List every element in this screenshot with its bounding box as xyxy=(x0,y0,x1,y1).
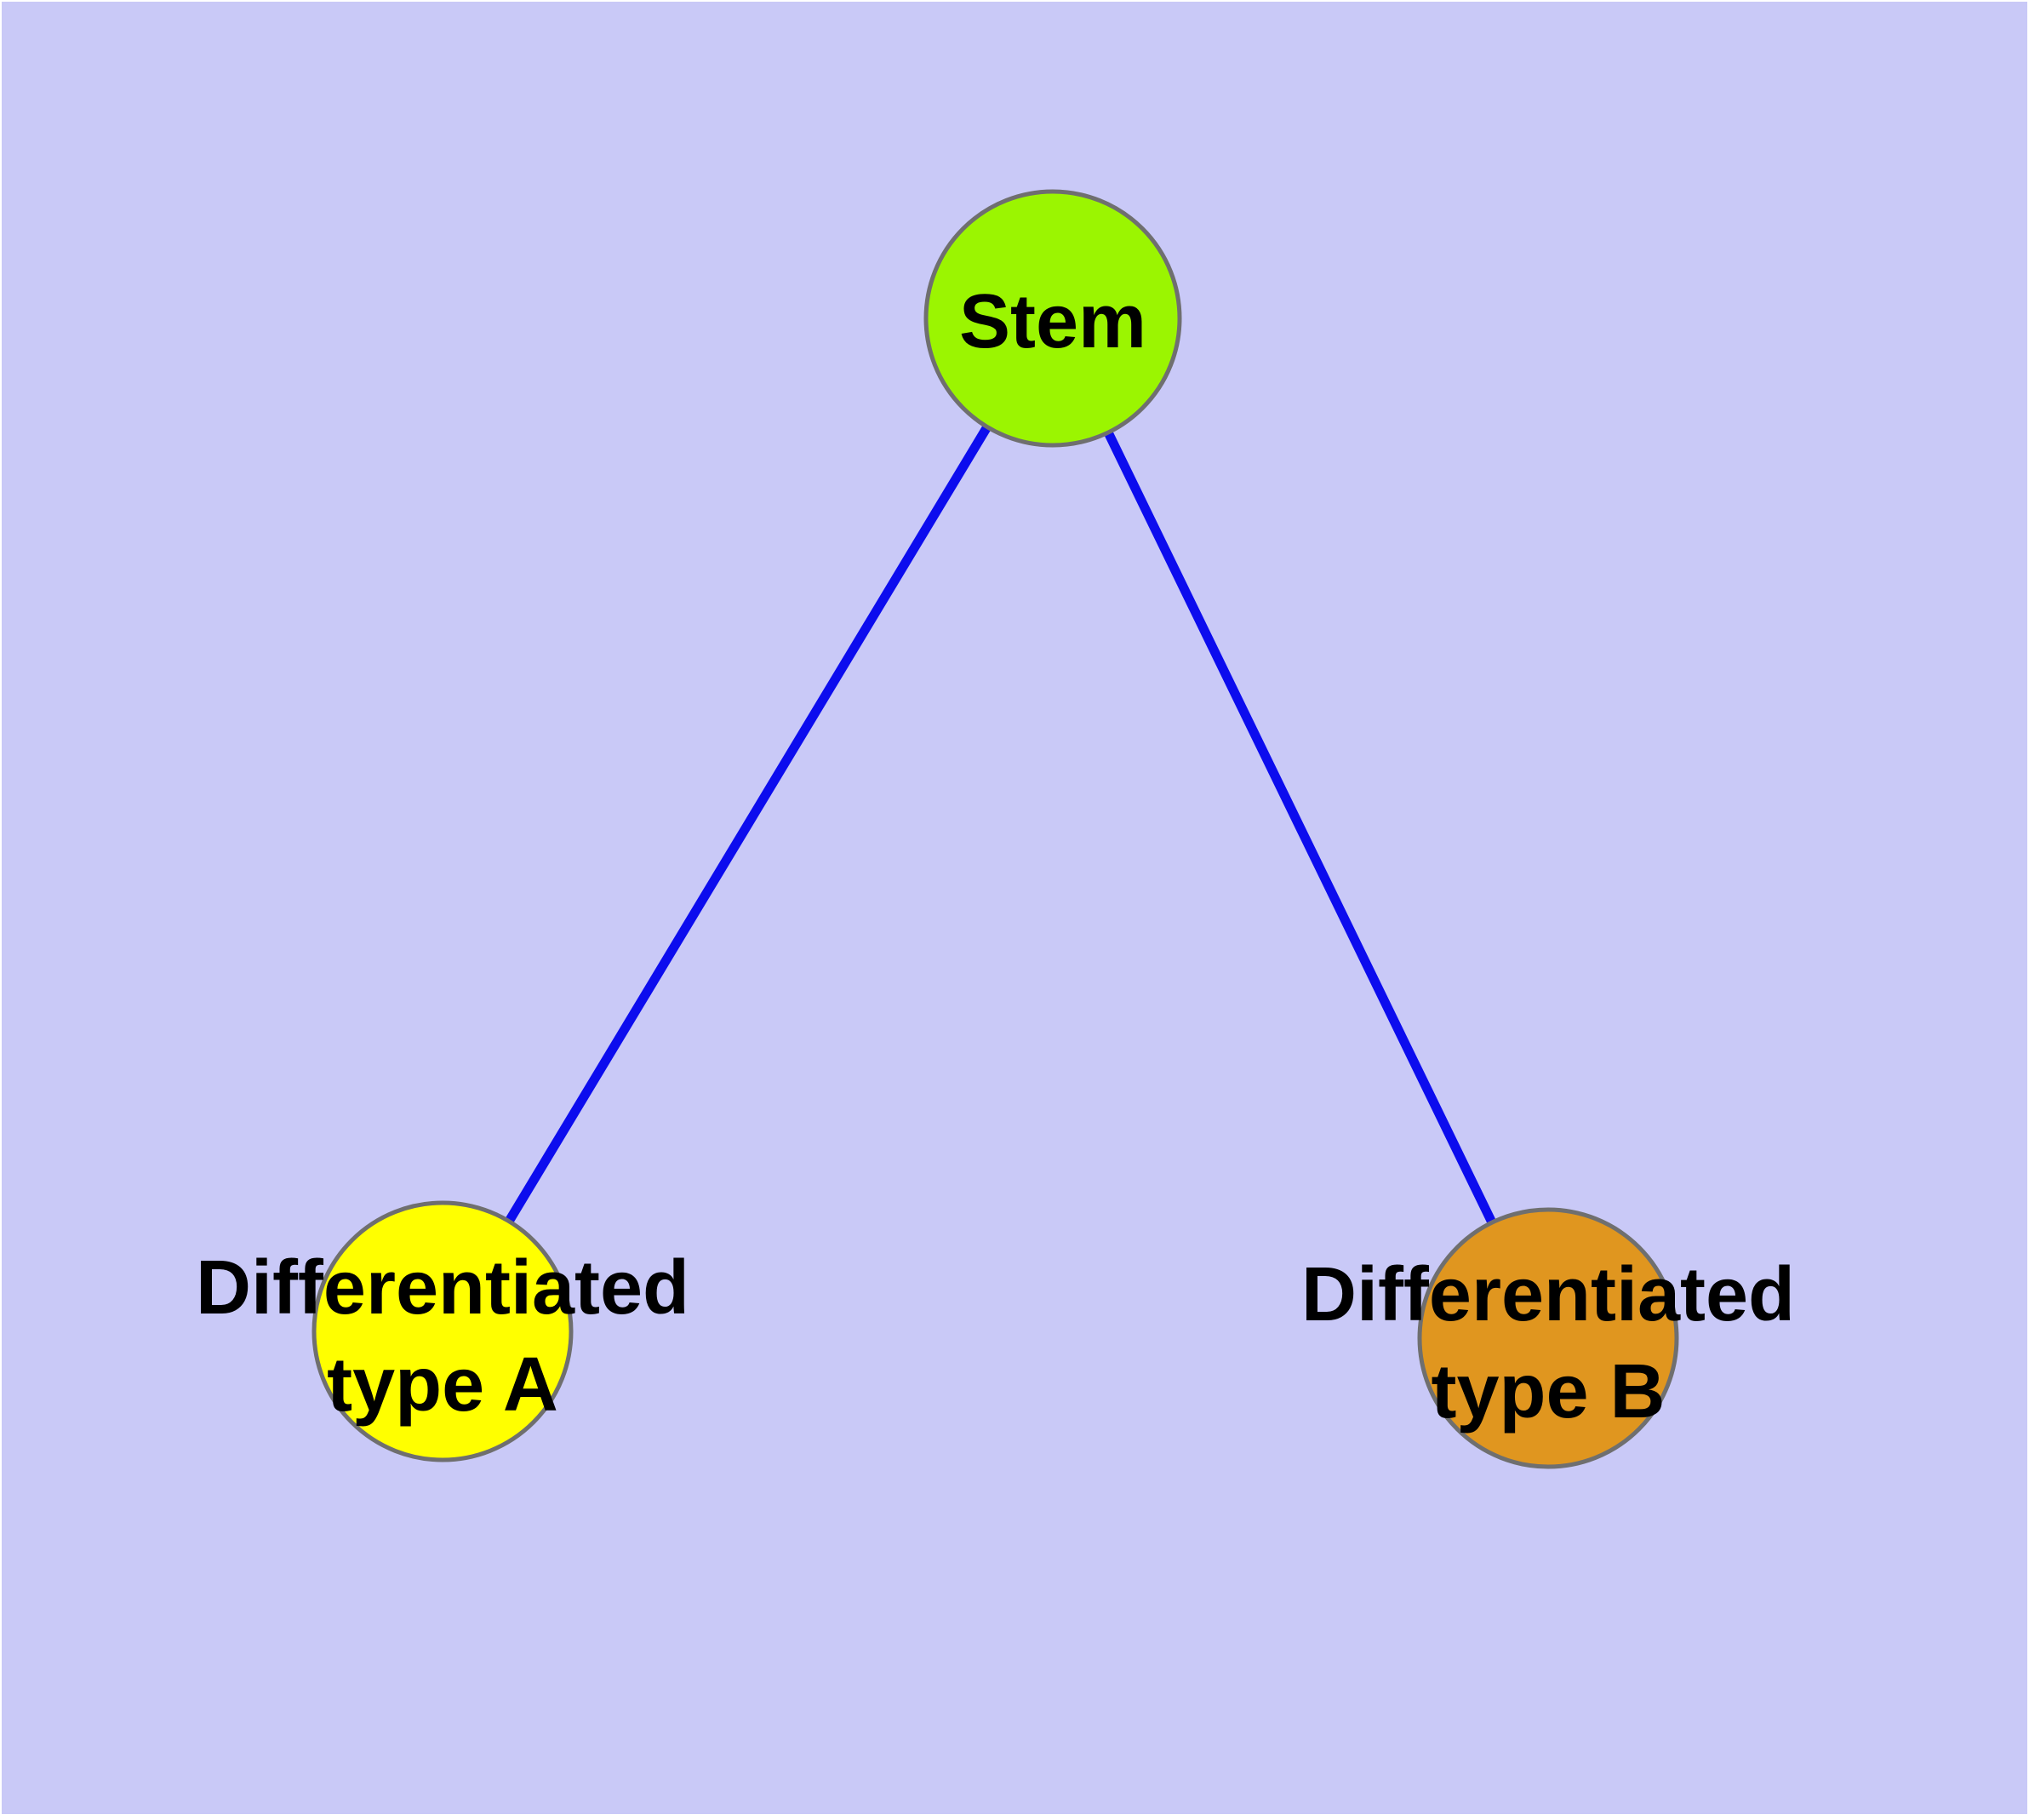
node-differentiated-type-a-label-line2: type A xyxy=(327,1342,558,1428)
node-differentiated-type-b-label-line2: type B xyxy=(1431,1349,1665,1434)
edge-stem-to-type-b xyxy=(1105,432,1495,1223)
node-differentiated-type-a-circle[interactable] xyxy=(311,1200,574,1462)
node-stem-circle[interactable] xyxy=(923,189,1182,448)
node-differentiated-type-b-label-line1: Differentiated xyxy=(1301,1252,1795,1337)
node-stem[interactable]: Stem xyxy=(923,189,1182,448)
node-differentiated-type-a-label-line1: Differentiated xyxy=(196,1245,689,1331)
node-differentiated-type-b[interactable]: Differentiated type B xyxy=(1301,1207,1795,1469)
node-differentiated-type-a[interactable]: Differentiated type A xyxy=(196,1200,689,1462)
edge-stem-to-type-a xyxy=(506,426,991,1222)
node-differentiated-type-b-circle[interactable] xyxy=(1417,1207,1679,1469)
node-stem-label: Stem xyxy=(959,279,1146,364)
